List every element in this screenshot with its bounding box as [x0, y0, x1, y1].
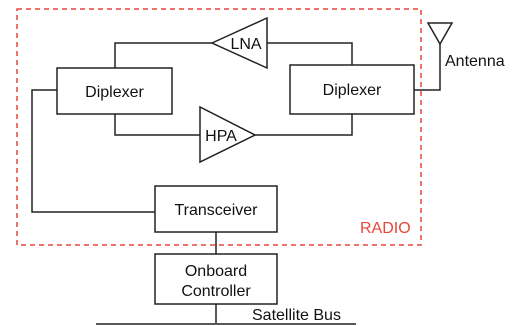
amplifier-triangle-icon: [210, 16, 268, 70]
hpa-amplifier: HPA: [199, 105, 257, 164]
diplexer-left: Diplexer: [56, 67, 173, 115]
wire-hpa-left: [114, 114, 200, 136]
transceiver-label: Transceiver: [175, 202, 259, 219]
controller-label-line1: Onboard: [185, 263, 247, 280]
antenna: Antenna: [426, 22, 505, 70]
hpa-label: HPA: [205, 128, 237, 145]
transceiver: Transceiver: [154, 185, 278, 233]
antenna-label: Antenna: [445, 53, 505, 70]
wire-hpa-right: [255, 114, 353, 136]
controller-label-line2: Controller: [181, 283, 251, 300]
wire-antenna: [414, 44, 441, 91]
wire-diplexer-transceiver: [31, 89, 155, 213]
lna-amplifier: LNA: [210, 16, 268, 70]
satellite-bus-label: Satellite Bus: [252, 307, 341, 324]
diplexer-right-label: Diplexer: [323, 82, 382, 99]
diplexer-right: Diplexer: [289, 64, 415, 115]
diplexer-left-label: Diplexer: [85, 84, 144, 101]
radio-boundary: [16, 8, 422, 246]
onboard-controller: Onboard Controller: [154, 253, 278, 305]
amplifier-triangle-icon: [199, 105, 257, 164]
lna-label: LNA: [230, 36, 261, 53]
wire-lna-left: [114, 42, 212, 68]
wire-lna-right: [267, 42, 353, 65]
antenna-icon: [426, 22, 454, 46]
radio-label: RADIO: [360, 220, 411, 237]
